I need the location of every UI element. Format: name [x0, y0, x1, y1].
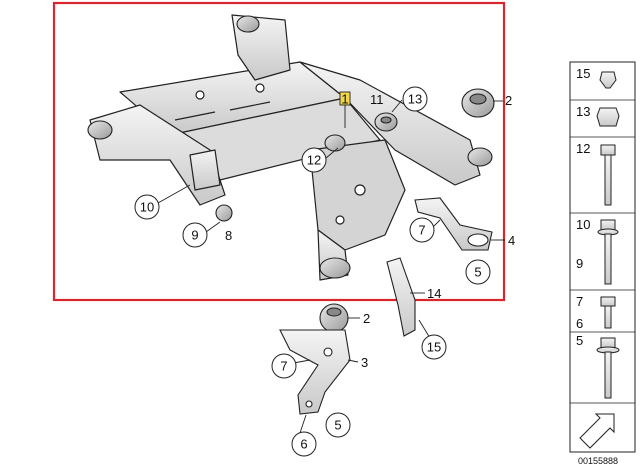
svg-text:12: 12: [307, 153, 321, 168]
highlight-frame: [52, 1, 506, 302]
stay-bracket-3: [279, 329, 351, 415]
svg-text:13: 13: [408, 92, 422, 107]
callout-1: 1: [339, 92, 351, 107]
clip-icon: [599, 71, 617, 89]
callout-11: 11: [370, 92, 384, 107]
side-item-15: 15: [576, 66, 590, 81]
svg-text:10: 10: [140, 200, 154, 215]
callout-4: 4: [508, 233, 515, 248]
side-item-9: 9: [576, 256, 583, 271]
svg-text:8: 8: [225, 228, 232, 243]
svg-text:6: 6: [300, 437, 307, 452]
washer-bolt-icon: [596, 337, 620, 399]
svg-text:4: 4: [508, 233, 515, 248]
bushing-part-8: [215, 204, 233, 222]
svg-text:11: 11: [370, 92, 384, 107]
callout-12: 12: [301, 147, 327, 173]
long-bolt-icon: [600, 144, 616, 206]
side-item-5: 5: [576, 333, 583, 348]
diagram-id: 00155888: [578, 456, 618, 466]
stay-bracket-14: [386, 257, 416, 337]
bushing-part-2-upper: [461, 88, 495, 118]
svg-text:7: 7: [418, 223, 425, 238]
callout-6: 6: [291, 431, 317, 457]
callout-7-lower: 7: [271, 353, 297, 379]
svg-text:7: 7: [280, 359, 287, 374]
side-item-13: 13: [576, 104, 590, 119]
callout-5-lower: 5: [325, 412, 351, 438]
side-item-7: 7: [576, 294, 583, 309]
svg-text:5: 5: [334, 418, 341, 433]
leader-lines: [157, 99, 505, 434]
side-item-10: 10: [576, 217, 590, 232]
nut-icon: [596, 107, 620, 127]
short-bolt-icon: [600, 296, 616, 329]
bushing-part-2-lower: [319, 303, 349, 333]
callout-13: 13: [402, 86, 428, 112]
svg-text:1: 1: [341, 92, 348, 107]
callout-7-right: 7: [409, 217, 435, 243]
frame-bushings: [87, 15, 493, 279]
rear-subframe: [89, 14, 481, 281]
bushing-part-11: [374, 112, 398, 132]
svg-text:3: 3: [361, 355, 368, 370]
svg-text:9: 9: [191, 228, 198, 243]
callout-15: 15: [421, 334, 447, 360]
callout-3: 3: [361, 355, 368, 370]
stay-bracket-4: [414, 197, 493, 251]
callout-2-upper: 2: [505, 93, 512, 108]
callout-9: 9: [182, 222, 208, 248]
svg-text:2: 2: [505, 93, 512, 108]
callout-5-right: 5: [465, 259, 491, 285]
side-item-12: 12: [576, 141, 590, 156]
svg-text:14: 14: [427, 286, 441, 301]
side-item-6: 6: [576, 316, 583, 331]
fastener-panel: 15 13 12 10 9 7 6 5: [569, 61, 636, 453]
svg-text:2: 2: [363, 311, 370, 326]
callout-8: 8: [225, 228, 232, 243]
callout-2-lower: 2: [363, 311, 370, 326]
direction-arrow-icon: [579, 413, 615, 449]
svg-text:15: 15: [427, 340, 441, 355]
svg-text:5: 5: [474, 265, 481, 280]
callout-10: 10: [134, 194, 160, 220]
flange-bolt-icon: [597, 219, 619, 285]
callout-14: 14: [427, 286, 441, 301]
